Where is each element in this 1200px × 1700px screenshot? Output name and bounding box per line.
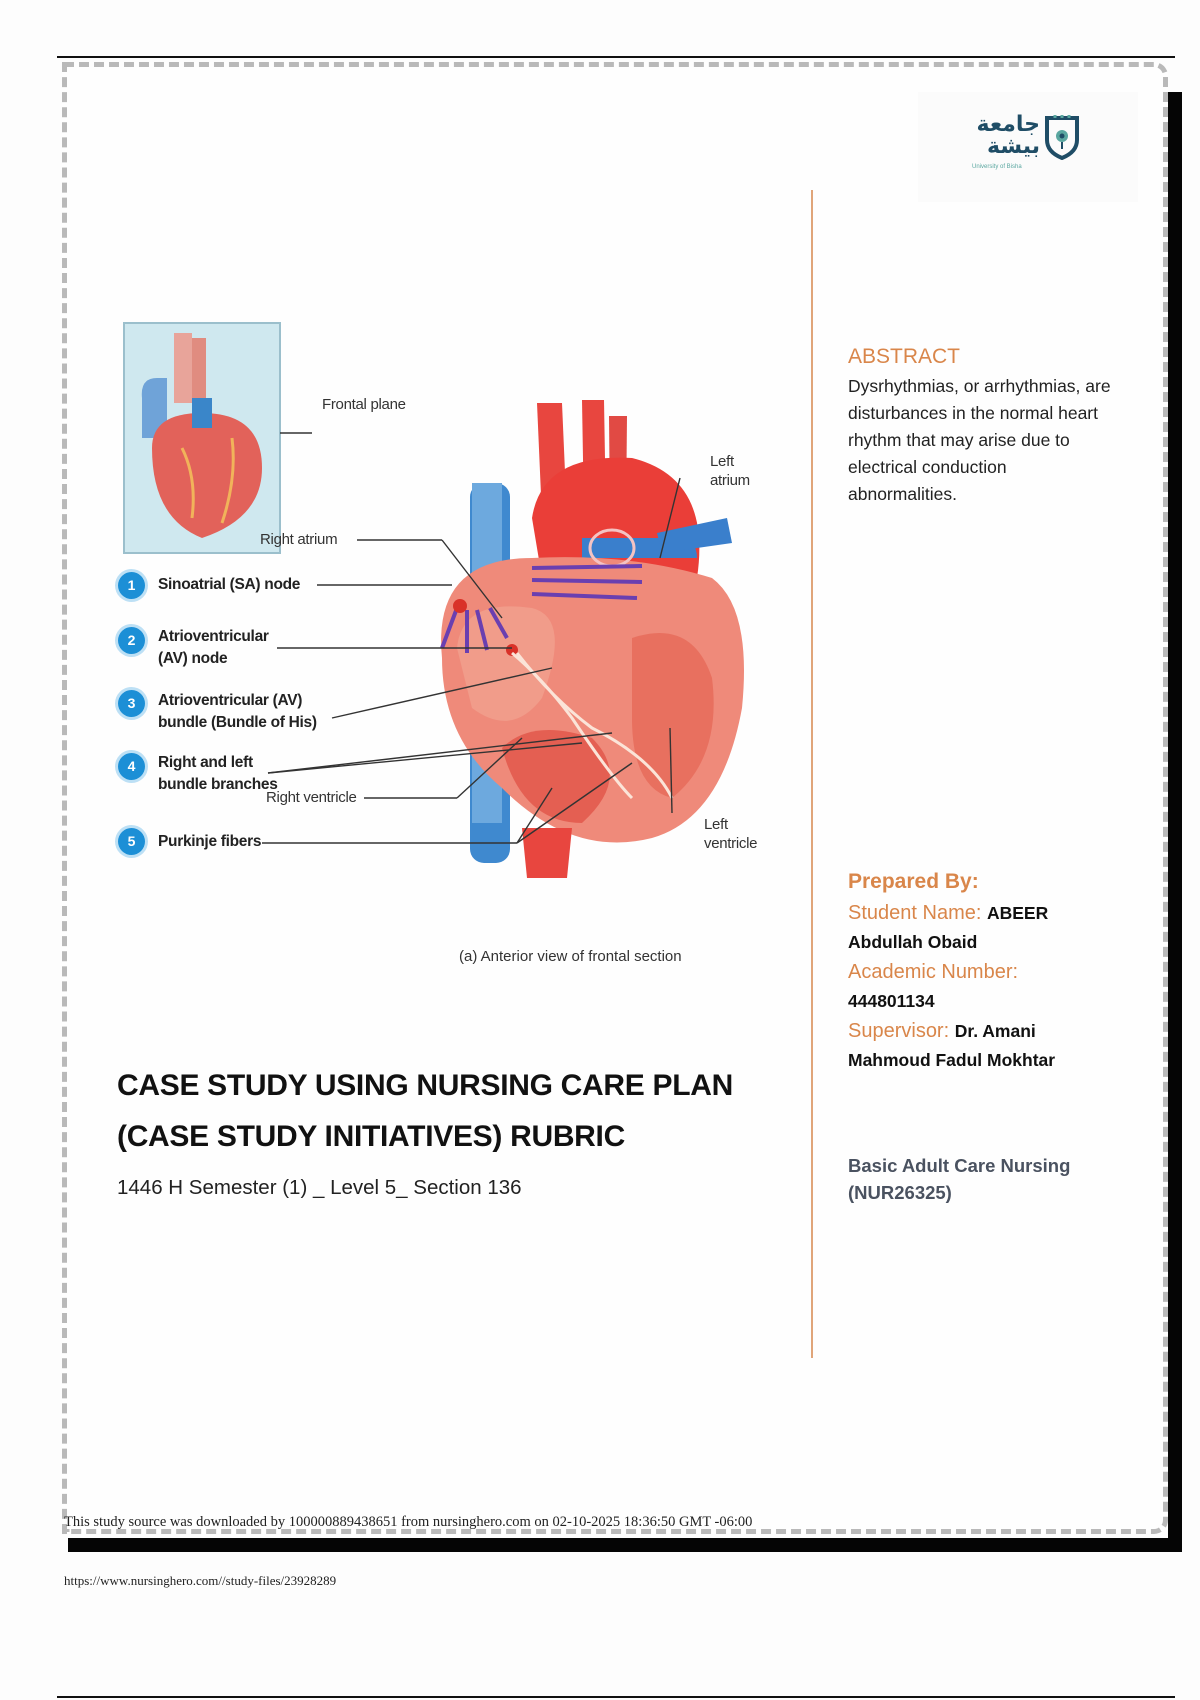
download-watermark: This study source was downloaded by 1000…	[64, 1514, 753, 1530]
supervisor-label: Supervisor:	[848, 1020, 950, 1042]
step-label-3: Atrioventricular (AV) bundle (Bundle of …	[158, 692, 317, 731]
column-divider	[811, 190, 813, 1358]
logo-arabic-text: جامعة بيشة	[970, 112, 1041, 159]
page-shadow	[1168, 92, 1182, 1552]
right-ventricle-label: Right ventricle	[266, 789, 357, 806]
title-line-1: CASE STUDY USING NURSING CARE PLAN	[117, 1069, 733, 1102]
abstract-body: Dysrhythmias, or arrhythmias, are distur…	[848, 376, 1111, 504]
page-shadow-bottom	[68, 1538, 1182, 1552]
logo-subtitle: University of Bisha	[972, 164, 1022, 170]
logo-line-1: جامعة	[976, 112, 1041, 137]
logo-line-2: بيشة	[987, 134, 1040, 159]
step-badge-3: 3	[118, 690, 145, 717]
shield-icon	[1045, 115, 1079, 160]
student-name-value: ABEER Abdullah Obaid	[848, 903, 1049, 952]
academic-number-field: Academic Number: 444801134	[848, 958, 1118, 1016]
prepared-by-heading: Prepared By:	[848, 870, 979, 893]
document-subtitle: 1446 H Semester (1) _ Level 5_ Section 1…	[117, 1176, 522, 1199]
student-name-field: Student Name: ABEER Abdullah Obaid	[848, 899, 1118, 957]
step-label-5: Purkinje fibers	[158, 833, 262, 850]
course-name: Basic Adult Care Nursing (NUR26325)	[848, 1152, 1118, 1206]
top-rule	[57, 56, 1175, 58]
step-badge-2: 2	[118, 627, 145, 654]
step-label-4: Right and left bundle branches	[158, 754, 278, 793]
student-name-label: Student Name:	[848, 902, 982, 924]
academic-number-value: 444801134	[848, 991, 935, 1011]
abstract-heading: ABSTRACT	[848, 345, 961, 368]
heart-illustration	[123, 322, 744, 878]
university-logo: جامعة بيشة University of Bisha	[918, 92, 1138, 202]
course-title: Basic Adult Care Nursing	[848, 1155, 1071, 1176]
supervisor-value: Dr. Amani Mahmoud Fadul Mokhtar	[848, 1021, 1056, 1070]
bottom-rule	[57, 1696, 1175, 1698]
step-badge-5: 5	[118, 828, 145, 855]
source-url[interactable]: https://www.nursinghero.com//study-files…	[64, 1573, 337, 1588]
course-code: (NUR26325)	[848, 1182, 952, 1203]
left-ventricle-label: Left ventricle	[704, 816, 758, 852]
right-atrium-label: Right atrium	[260, 531, 338, 548]
step-label-2: Atrioventricular (AV) node	[158, 628, 269, 667]
figure-caption: (a) Anterior view of frontal section	[459, 948, 682, 965]
document-title: CASE STUDY USING NURSING CARE PLAN (CASE…	[117, 1060, 733, 1162]
frontal-plane-label: Frontal plane	[322, 396, 406, 413]
supervisor-field: Supervisor: Dr. Amani Mahmoud Fadul Mokh…	[848, 1017, 1118, 1075]
step-label-1: Sinoatrial (SA) node	[158, 576, 301, 593]
academic-number-label: Academic Number:	[848, 961, 1019, 983]
heart-conduction-figure: Frontal plane Right atrium Left atrium R…	[112, 318, 790, 983]
title-line-2: (CASE STUDY INITIATIVES) RUBRIC	[117, 1120, 625, 1153]
step-badge-4: 4	[118, 753, 145, 780]
left-atrium-label: Left atrium	[710, 453, 750, 489]
step-badge-1: 1	[118, 572, 145, 599]
